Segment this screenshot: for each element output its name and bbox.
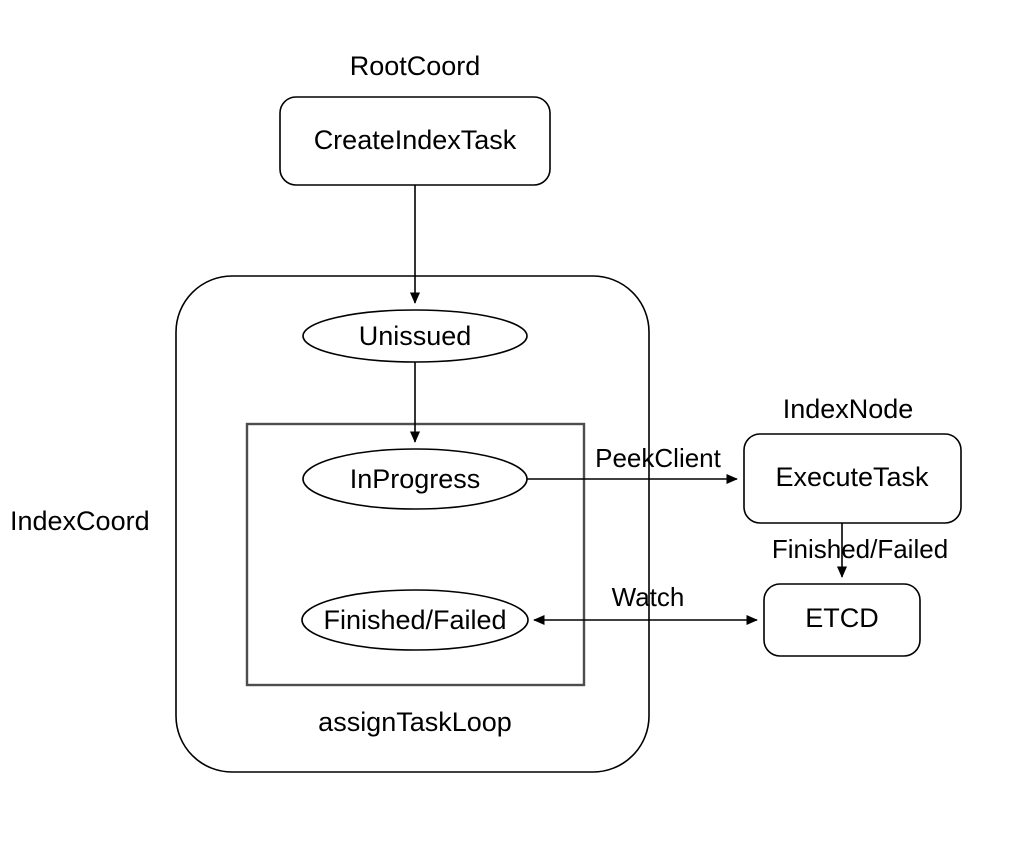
node-create-index-task-label: CreateIndexTask <box>314 125 517 155</box>
index-coord-container <box>175 275 650 773</box>
edge-label-watch: Watch <box>612 582 685 612</box>
node-etcd-label: ETCD <box>805 603 879 633</box>
node-execute-task-label: ExecuteTask <box>775 462 929 492</box>
node-unissued[interactable] <box>302 309 528 363</box>
group-label-root-coord: RootCoord <box>350 51 481 81</box>
edge-label-execute-to-etcd: Finished/Failed <box>772 534 948 564</box>
node-in-progress[interactable] <box>302 448 528 510</box>
group-label-assign-task-loop: assignTaskLoop <box>318 707 512 737</box>
group-label-index-coord: IndexCoord <box>10 506 150 536</box>
node-create-index-task[interactable] <box>279 96 551 186</box>
node-in-progress-label: InProgress <box>350 464 481 494</box>
node-execute-task[interactable] <box>743 433 962 524</box>
group-label-index-node: IndexNode <box>783 394 914 424</box>
node-finished-failed-label: Finished/Failed <box>323 605 506 635</box>
edge-label-peek-client: PeekClient <box>595 443 722 473</box>
node-finished-failed[interactable] <box>301 589 529 651</box>
node-etcd[interactable] <box>763 583 921 657</box>
node-unissued-label: Unissued <box>359 321 472 351</box>
